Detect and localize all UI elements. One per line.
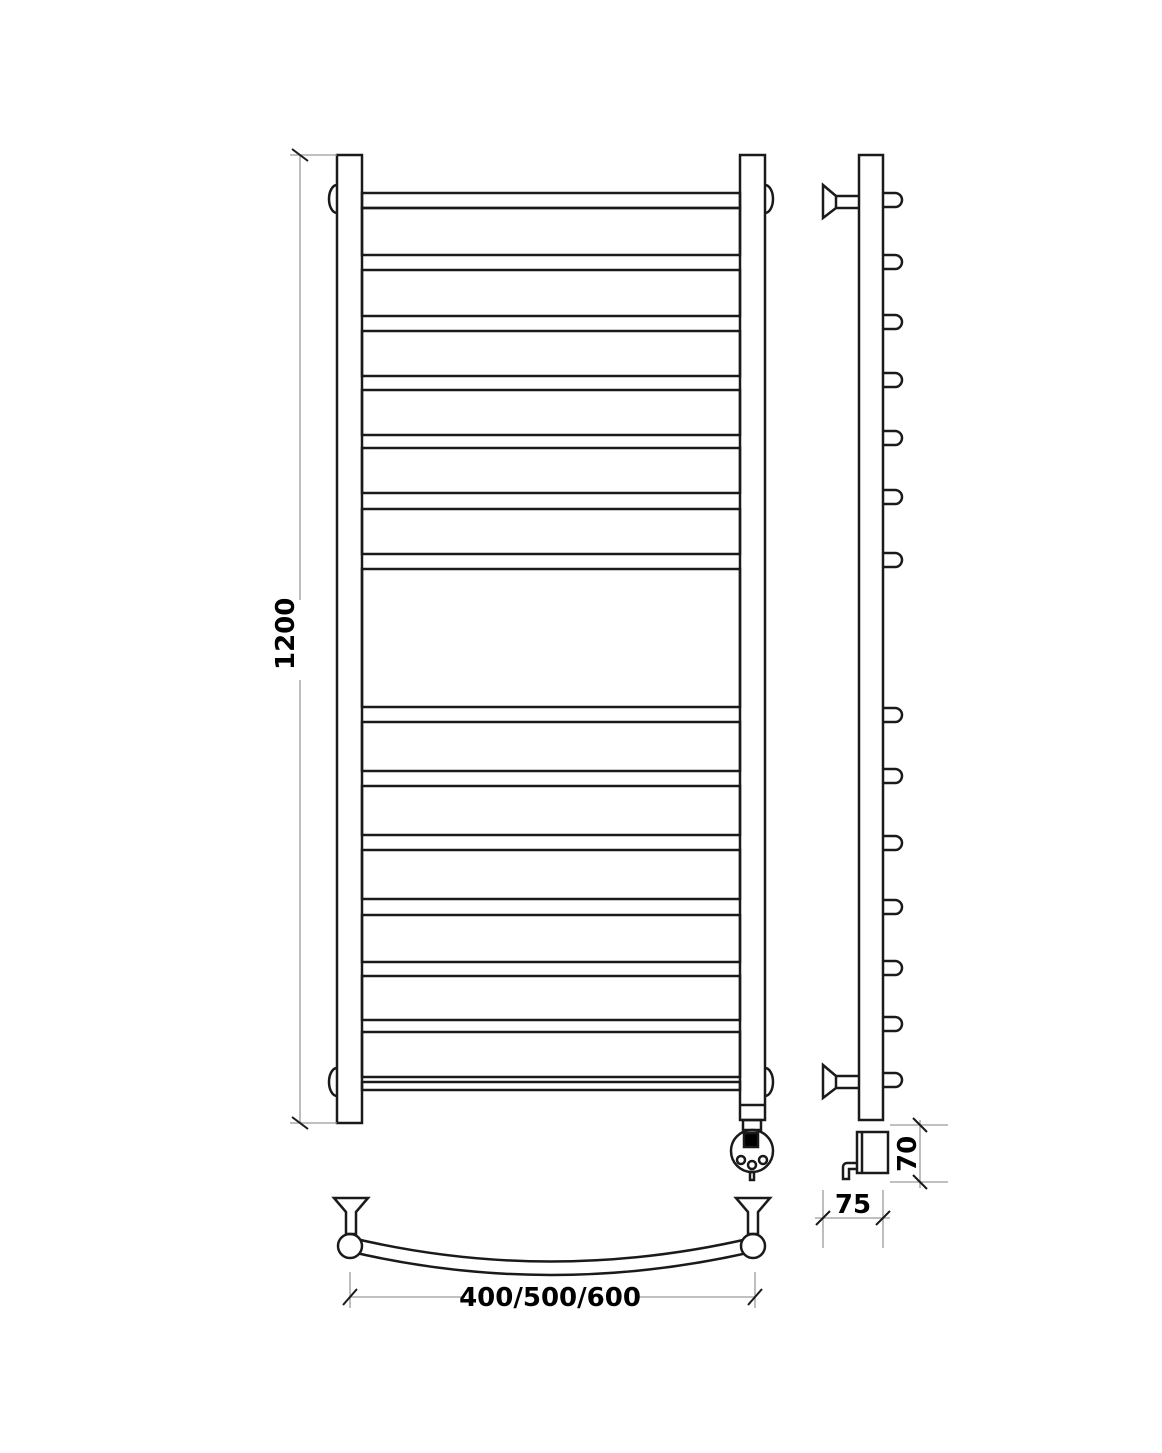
side-heater-box (841, 1130, 890, 1181)
height-dimension-label: 1200 (271, 598, 301, 670)
funnel-right (733, 1196, 773, 1236)
dimension-lines (290, 154, 948, 1308)
top-bar (360, 191, 742, 210)
right-post (738, 153, 767, 1122)
depth-dimension-label: 75 (835, 1190, 871, 1220)
heater-height-label: 70 (893, 1136, 923, 1172)
wall-mount-top-right (764, 183, 775, 215)
wall-mount-top-left (327, 183, 338, 215)
dimension-ticks (291, 148, 928, 1306)
bottom-bar (360, 1080, 742, 1092)
ball-left (336, 1232, 364, 1260)
heater-control-icon (729, 1103, 775, 1182)
width-dimension-label: 400/500/600 (459, 1283, 641, 1313)
side-pegs (883, 191, 904, 1089)
wall-mount-bottom-right (764, 1066, 775, 1098)
ball-right (739, 1232, 767, 1260)
rungs (360, 206, 742, 1079)
funnel-left (331, 1196, 371, 1236)
side-bracket-top (821, 182, 859, 221)
side-bracket-bottom (821, 1062, 859, 1101)
left-post (335, 153, 364, 1125)
side-post (857, 153, 885, 1122)
wall-mount-bottom-left (327, 1066, 338, 1098)
curved-rail-top-view (351, 1236, 753, 1277)
